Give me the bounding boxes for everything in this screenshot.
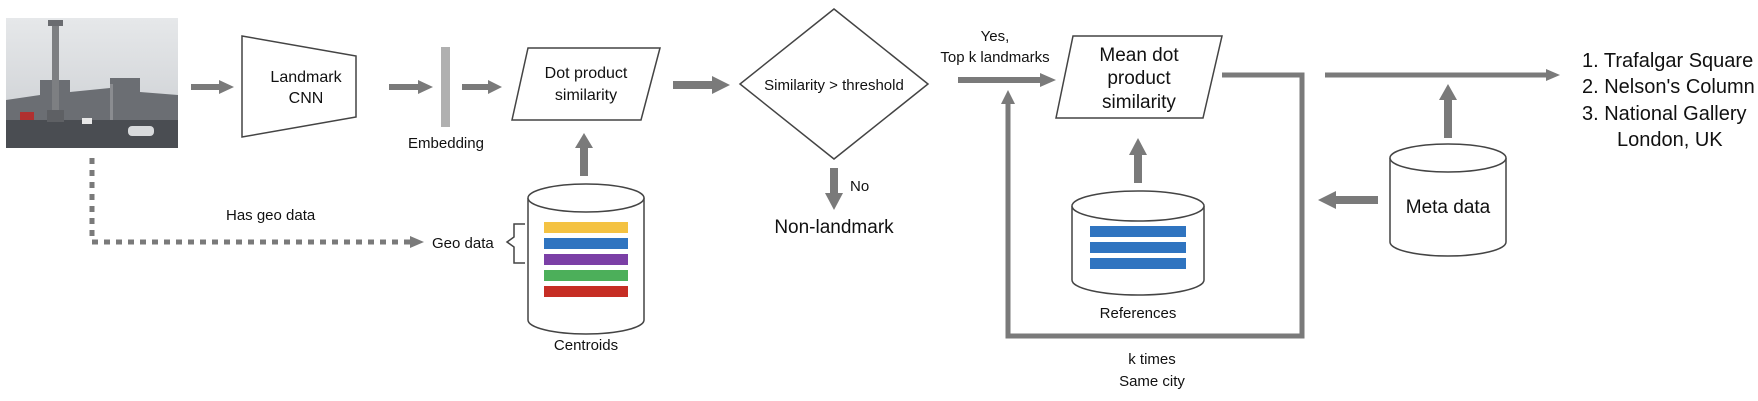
meta-data-database	[1389, 143, 1507, 257]
yes-label-line2: Top k landmarks	[940, 49, 1049, 66]
loop-feedback-arrow	[1001, 72, 1305, 339]
loop-label-line1: k times	[1128, 351, 1176, 368]
decision-label: Similarity > threshold	[764, 77, 904, 94]
dot-product-line1: Dot product	[545, 65, 628, 82]
arrow-meta-to-loop	[1318, 191, 1378, 209]
loop-label-line2: Same city	[1119, 373, 1185, 390]
embedding-label: Embedding	[408, 135, 484, 152]
arrow-photo-to-cnn	[191, 80, 234, 94]
result-location: London, UK	[1617, 129, 1723, 151]
input-photo	[6, 18, 178, 148]
dot-product-line2: similarity	[555, 87, 617, 104]
centroids-database	[527, 183, 645, 335]
arrow-to-results	[1325, 69, 1560, 81]
arrow-centroids-to-dot	[575, 133, 593, 176]
mean-dot-line3: similarity	[1102, 92, 1176, 113]
centroid-bar	[544, 238, 628, 249]
arrow-dot-to-decision	[673, 76, 730, 94]
centroid-bar	[544, 222, 628, 233]
centroids-label: Centroids	[554, 337, 618, 354]
meta-data-label: Meta data	[1406, 197, 1491, 218]
centroid-bar	[544, 254, 628, 265]
mean-dot-line2: product	[1107, 68, 1171, 89]
has-geo-label: Has geo data	[226, 207, 316, 224]
landmark-cnn-box	[241, 35, 357, 138]
non-landmark-label: Non-landmark	[774, 217, 894, 238]
reference-bar	[1090, 242, 1186, 253]
dot-product-box	[511, 47, 661, 121]
arrow-references-to-mean	[1129, 138, 1147, 183]
no-label: No	[850, 178, 869, 195]
references-database	[1071, 190, 1205, 296]
has-geo-arrow	[89, 158, 424, 248]
geo-data-label: Geo data	[432, 235, 494, 252]
reference-bar	[1090, 226, 1186, 237]
landmark-cnn-line2: CNN	[289, 90, 324, 107]
mean-dot-line1: Mean dot	[1099, 45, 1179, 66]
geo-data-brace	[505, 223, 525, 264]
result-item-3: 3. National Gallery	[1582, 103, 1747, 125]
result-item-2: 2. Nelson's Column	[1582, 76, 1755, 98]
yes-label-line1: Yes,	[981, 28, 1010, 45]
embedding-bar	[441, 47, 450, 127]
centroid-bar	[544, 270, 628, 281]
arrow-embedding-to-dot	[462, 80, 502, 94]
landmark-cnn-line1: Landmark	[270, 69, 342, 86]
arrow-cnn-to-embedding	[389, 80, 433, 94]
reference-bar	[1090, 258, 1186, 269]
threshold-decision-diamond	[738, 8, 930, 160]
result-item-1: 1. Trafalgar Square	[1582, 50, 1753, 72]
mean-dot-product-box	[1055, 35, 1223, 119]
arrow-yes	[958, 73, 1056, 87]
arrow-meta-up	[1439, 84, 1457, 138]
references-label: References	[1100, 305, 1177, 322]
arrow-no	[825, 168, 843, 210]
centroid-bar	[544, 286, 628, 297]
